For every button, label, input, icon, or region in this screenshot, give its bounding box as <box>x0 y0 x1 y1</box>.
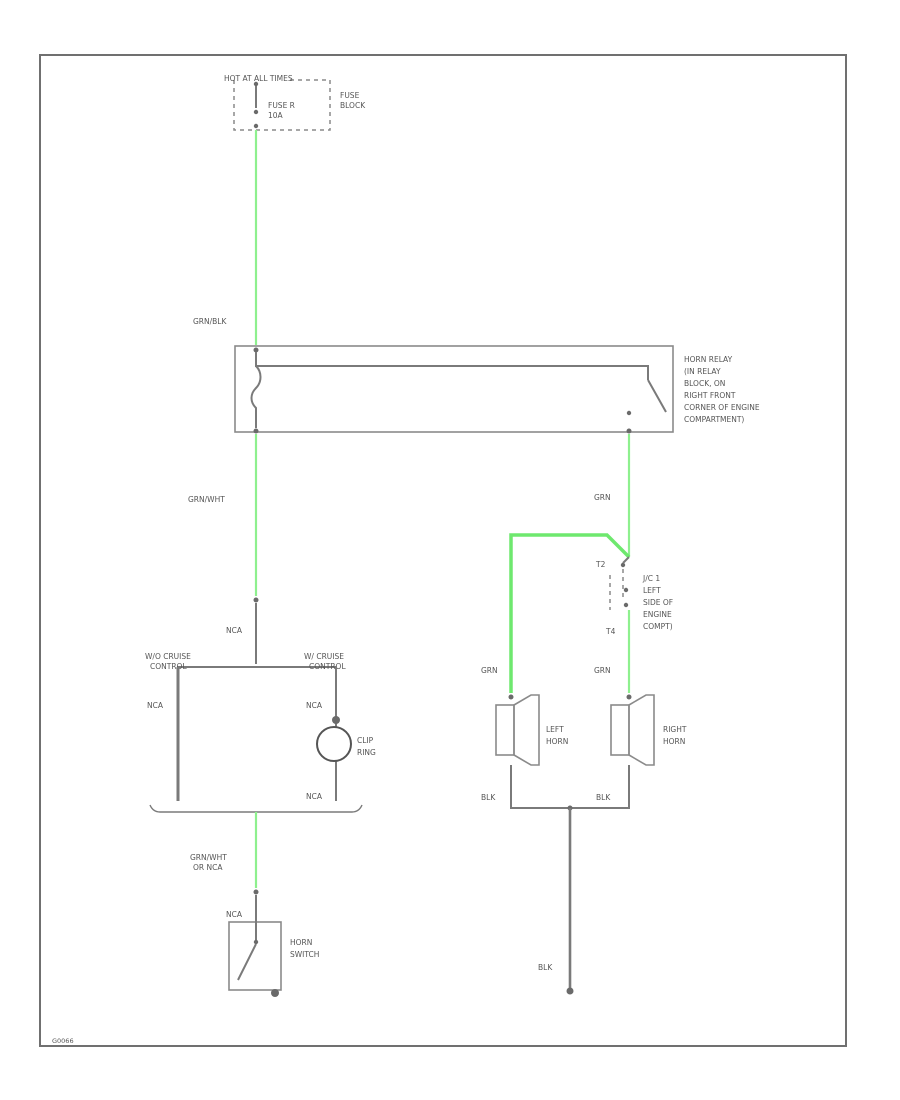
wire-grn-left-horn-label: GRN <box>481 666 498 675</box>
relay-terminal-3 <box>626 428 632 434</box>
left-horn-bell <box>513 694 540 766</box>
nca-switch-label: NCA <box>226 910 243 919</box>
left-horn: LEFT HORN <box>495 694 568 766</box>
left-horn-terminal <box>508 694 514 700</box>
relay-coil <box>250 365 262 428</box>
right-horn-bell <box>628 694 655 766</box>
blk-left-label: BLK <box>481 793 496 802</box>
nca-connector-dot <box>253 597 259 603</box>
jc-t4-label: T4 <box>605 627 616 636</box>
relay-contact-dot <box>626 410 632 416</box>
relay-label-line6: COMPARTMENT) <box>684 415 744 424</box>
jc-label-line1: J/C 1 <box>642 574 660 583</box>
fuse-block-label-line1: FUSE <box>340 91 360 100</box>
power-source-label: HOT AT ALL TIMES <box>224 74 293 83</box>
relay-terminal-2 <box>253 428 259 434</box>
clip-ring-terminal <box>332 716 340 724</box>
wo-cruise-label-line2: CONTROL <box>150 662 187 671</box>
clip-ring-label-line1: CLIP <box>357 736 374 745</box>
fuse-block: HOT AT ALL TIMES FUSE R 10A FUSE BLOCK <box>224 74 366 131</box>
relay-label-line2: (IN RELAY <box>684 367 721 376</box>
jc-label-line4: ENGINE <box>643 610 672 619</box>
w-cruise-label-line2: CONTROL <box>309 662 346 671</box>
wo-cruise-label-line1: W/O CRUISE <box>145 652 191 661</box>
relay-switch-contact <box>647 379 667 413</box>
horn-switch: HORN SWITCH <box>228 895 319 997</box>
clip-ring-label-line2: RING <box>357 748 376 757</box>
relay-label-line1: HORN RELAY <box>684 355 733 364</box>
wire-grn-blk-label: GRN/BLK <box>193 317 227 326</box>
ground-point <box>566 987 574 995</box>
fuse-block-outline <box>233 79 331 131</box>
horn-ground-bus <box>510 765 630 809</box>
fuse-label-line2: 10A <box>268 111 284 120</box>
jc-t2-label: T2 <box>595 560 606 569</box>
nca-clip-bottom-label: NCA <box>306 792 323 801</box>
relay-terminal-1 <box>253 347 259 353</box>
horn-relay: HORN RELAY (IN RELAY BLOCK, ON RIGHT FRO… <box>234 345 760 434</box>
relay-label-line4: RIGHT FRONT <box>684 391 736 400</box>
nca-clip-top-label: NCA <box>306 701 323 710</box>
horn-switch-ground <box>271 989 279 997</box>
relay-label-line5: CORNER OF ENGINE <box>684 403 760 412</box>
jc-dot-1 <box>623 587 629 593</box>
clip-ring-symbol <box>316 726 352 762</box>
nca-connector-label: NCA <box>226 626 243 635</box>
fuse-terminal-top <box>253 81 259 87</box>
left-horn-label-line2: HORN <box>546 737 568 746</box>
wire-grn-wht-nca-label-line2: OR NCA <box>193 863 223 872</box>
wire-grn-wht-label: GRN/WHT <box>188 495 225 504</box>
relay-internal-wire <box>255 352 649 380</box>
blk-right-label: BLK <box>596 793 611 802</box>
wire-grn-to-left-horn <box>509 533 631 693</box>
left-horn-body <box>495 704 515 756</box>
left-horn-label-line1: LEFT <box>546 725 564 734</box>
horn-switch-lever <box>237 943 257 981</box>
nca-left-label: NCA <box>147 701 164 710</box>
junction-connector-jc1: T2 T4 J/C 1 LEFT SIDE OF ENGINE COMPT) <box>595 556 673 636</box>
horn-relay-box <box>234 345 674 433</box>
fuse-terminal-mid <box>253 109 259 115</box>
horn-switch-contact <box>253 939 259 945</box>
relay-label-line3: BLOCK, ON <box>684 379 725 388</box>
jc-label-line2: LEFT <box>643 586 661 595</box>
right-horn: RIGHT HORN <box>610 694 687 766</box>
horn-switch-connector-dot <box>253 889 259 895</box>
fuse-terminal-bottom <box>253 123 259 129</box>
jc-label-line5: COMPT) <box>643 622 673 631</box>
jc-label-line3: SIDE OF <box>643 598 673 607</box>
jc-dot-2 <box>623 602 629 608</box>
wire-grn-right-horn-label: GRN <box>594 666 611 675</box>
wire-grn-wht-nca-label-line1: GRN/WHT <box>190 853 227 862</box>
fuse-label-line1: FUSE R <box>268 101 295 110</box>
diagram-border <box>39 54 847 1047</box>
figure-id: G0066 <box>52 1037 74 1045</box>
right-horn-label-line2: HORN <box>663 737 685 746</box>
blk-ground-label: BLK <box>538 963 553 972</box>
right-horn-label-line1: RIGHT <box>663 725 687 734</box>
fuse-block-label-line2: BLOCK <box>340 101 366 110</box>
horn-switch-label-line2: SWITCH <box>290 950 319 959</box>
right-horn-body <box>610 704 630 756</box>
w-cruise-label-line1: W/ CRUISE <box>304 652 344 661</box>
cruise-connector-brace <box>149 804 363 813</box>
right-horn-terminal <box>626 694 632 700</box>
jc-internal-wire <box>622 556 630 564</box>
wire-grn-relay-label: GRN <box>594 493 611 502</box>
horn-switch-label-line1: HORN <box>290 938 312 947</box>
jc-terminal-t2 <box>620 562 626 568</box>
